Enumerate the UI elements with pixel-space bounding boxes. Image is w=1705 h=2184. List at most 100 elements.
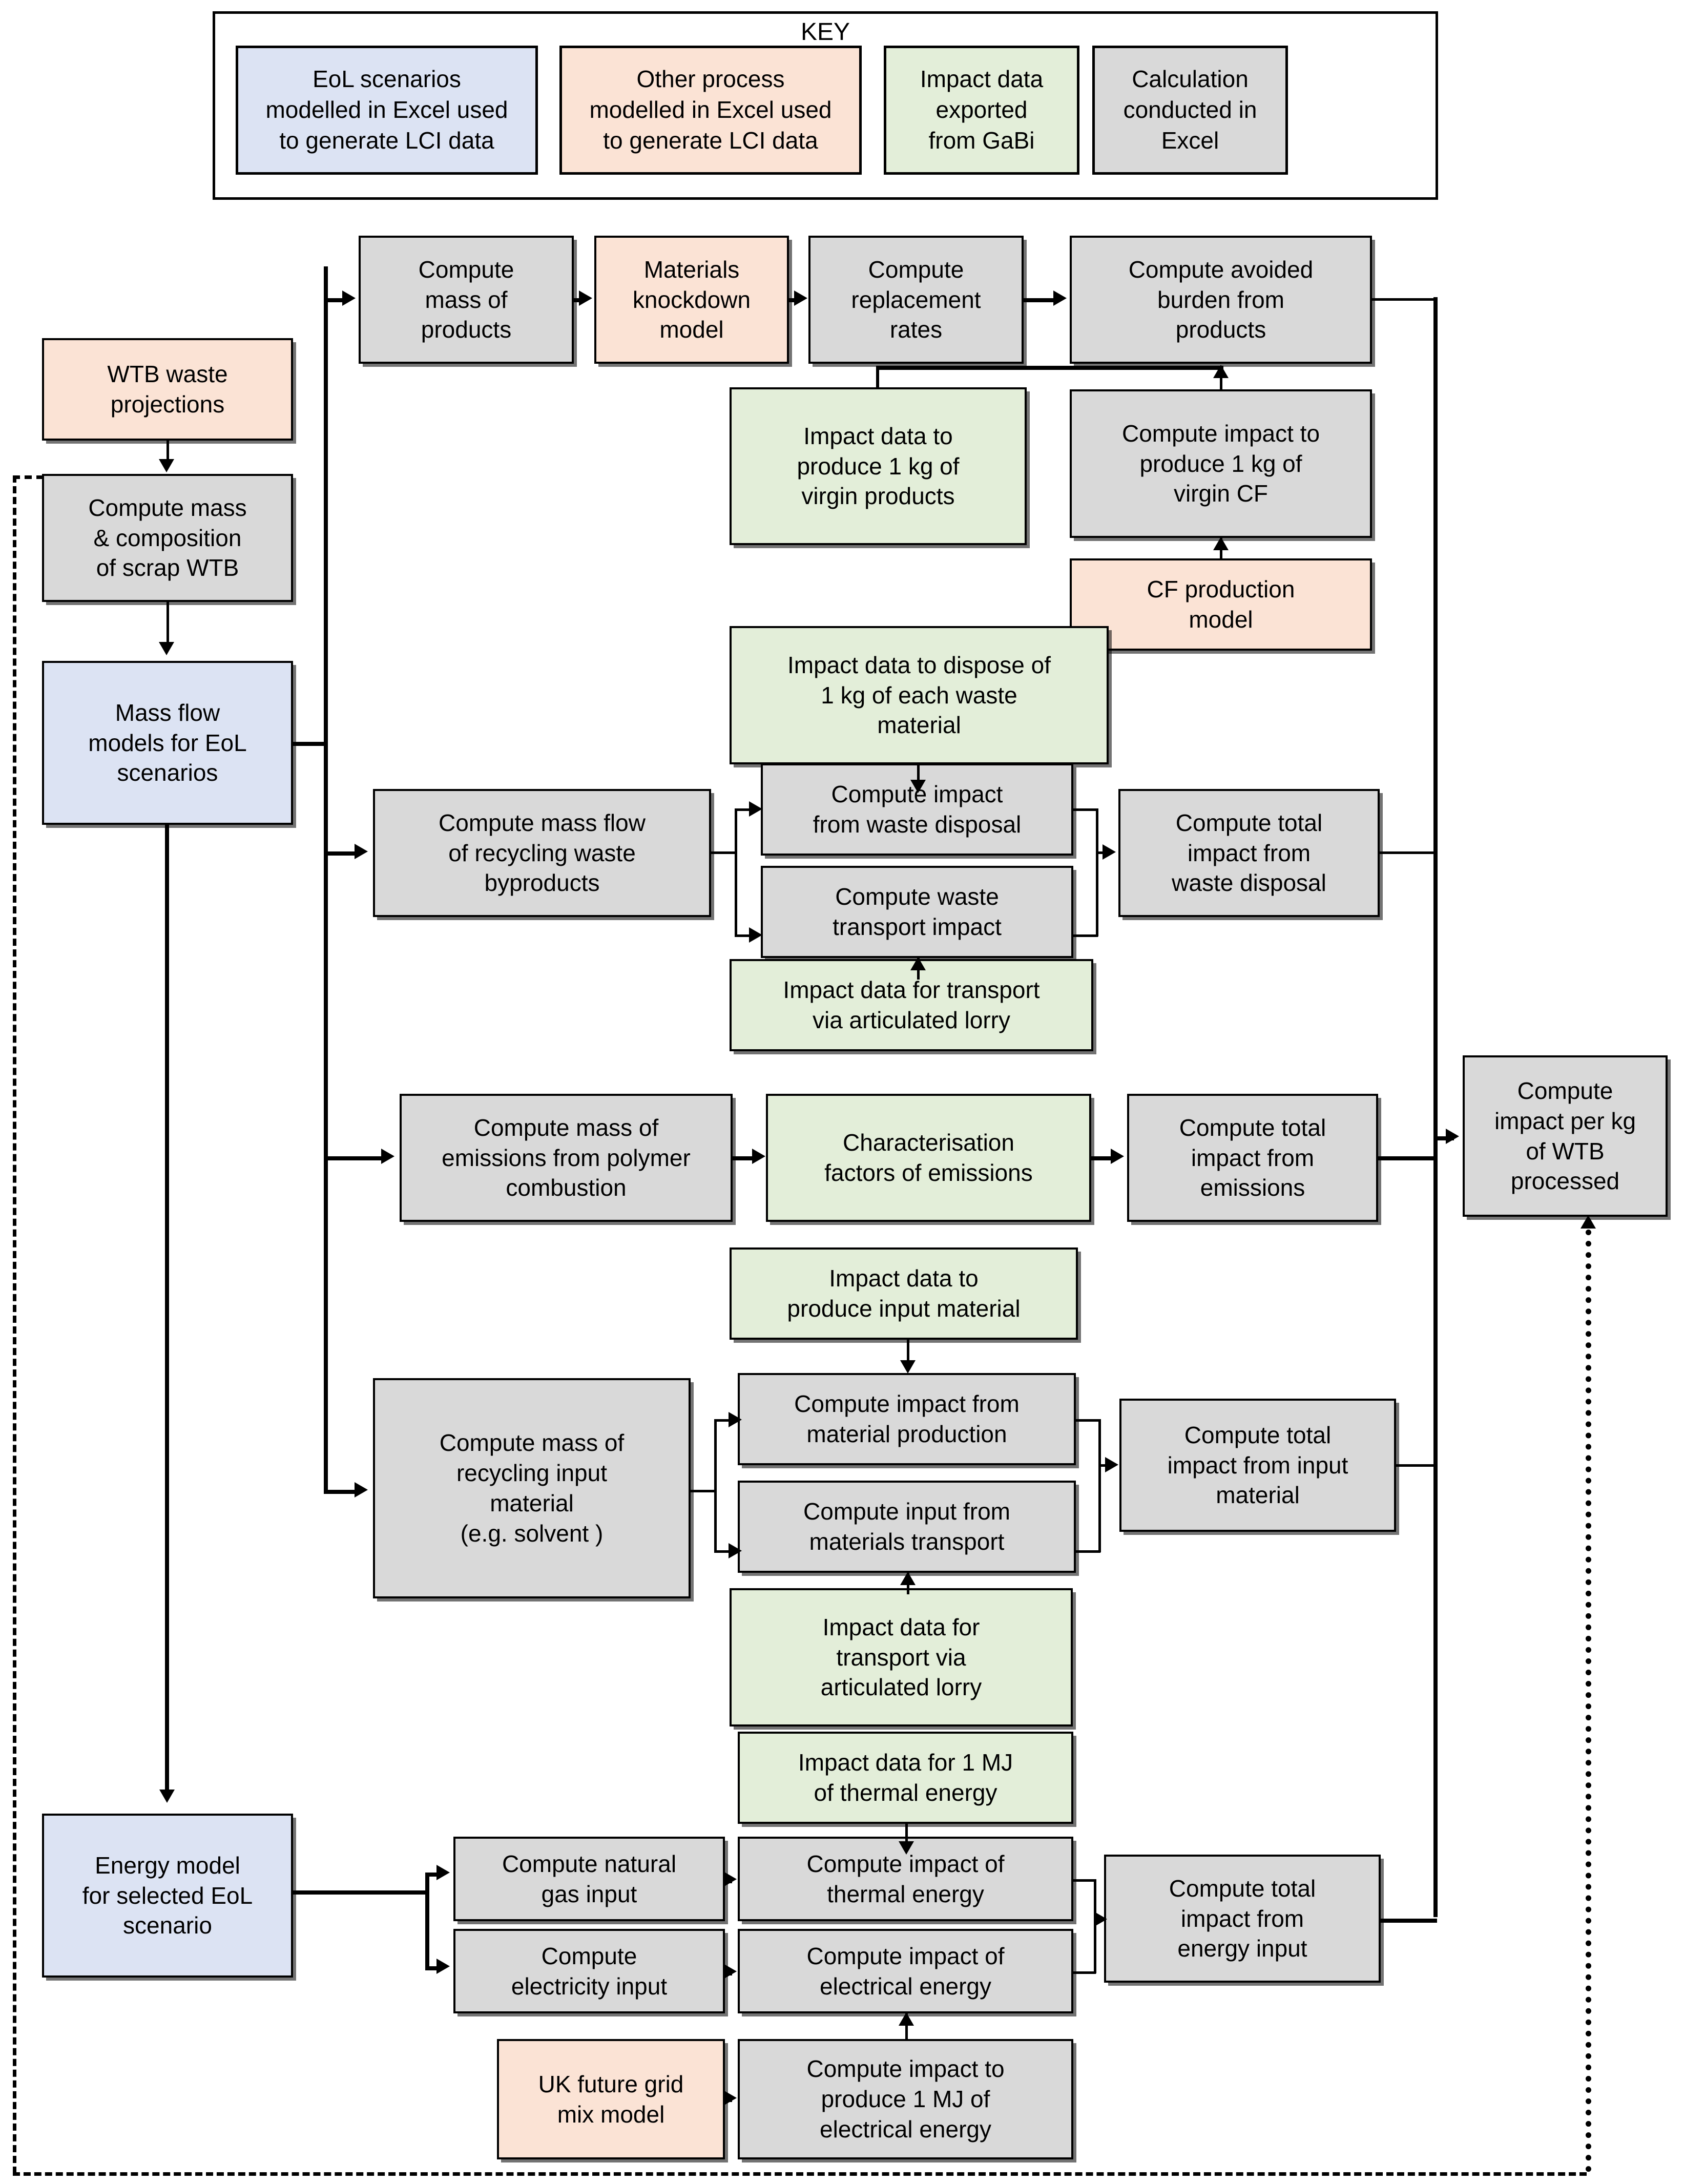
edge-totalwaste-to-bus — [1380, 851, 1436, 854]
node-impact-dispose-waste: Impact data to dispose of 1 kg of each w… — [730, 626, 1109, 764]
bus-right-vertical-upper — [1433, 297, 1438, 1142]
arrowhead-right — [342, 290, 356, 306]
edge-massflow-to-energy — [165, 825, 169, 1791]
edge-projections-to-mass — [167, 441, 169, 460]
arrowhead-right — [1053, 290, 1067, 306]
node-uk-future-grid-mix: UK future grid mix model — [497, 2039, 725, 2159]
arrowhead-down — [899, 1841, 914, 1855]
edge-rates-to-avoided — [1024, 298, 1056, 302]
edge-cf-to-totalemissions — [1091, 1156, 1116, 1160]
arrowhead-right — [749, 801, 762, 817]
edge-waste-merge — [1096, 808, 1098, 937]
key-item-calculation: Calculation conducted in Excel — [1092, 46, 1288, 175]
arrowhead-right — [355, 1482, 368, 1497]
key-item-other-process: Other process modelled in Excel used to … — [559, 46, 862, 175]
edge-recyclinginput-out — [691, 1490, 716, 1492]
node-compute-mass-recycling-input: Compute mass of recycling input material… — [373, 1378, 691, 1598]
edge-avoided-to-bus — [1372, 298, 1436, 301]
feedback-dashed-into-mass — [13, 475, 44, 479]
edge-input-merge — [1098, 1419, 1101, 1552]
bus-left-vertical-lower — [324, 742, 328, 1492]
arrowhead-right — [794, 290, 807, 306]
edge-bus-to-mass-products — [324, 298, 344, 302]
node-impact-produce-input-material: Impact data to produce input material — [730, 1247, 1078, 1340]
node-compute-total-emissions: Compute total impact from emissions — [1127, 1094, 1378, 1222]
edge-to-natural-gas — [425, 1873, 441, 1877]
edge-to-electricity — [425, 1966, 441, 1970]
arrowhead-up — [899, 2012, 914, 2026]
arrowhead-right — [381, 1149, 394, 1164]
key-legend-panel: KEY EoL scenarios modelled in Excel used… — [213, 11, 1438, 200]
arrowhead-right — [723, 1871, 737, 1887]
node-compute-natural-gas-input: Compute natural gas input — [453, 1837, 725, 1921]
node-energy-model: Energy model for selected EoL scenario — [42, 1814, 293, 1978]
bus-left-vertical — [324, 266, 328, 856]
edge-materialstransport-out — [1076, 1550, 1100, 1553]
node-compute-total-input-material: Compute total impact from input material — [1119, 1399, 1396, 1532]
arrowhead-right — [1105, 1457, 1118, 1472]
node-characterisation-factors: Characterisation factors of emissions — [766, 1094, 1091, 1222]
arrowhead-right — [1446, 1129, 1459, 1144]
node-compute-electricity-input: Compute electricity input — [453, 1929, 725, 2013]
node-compute-impact-electrical: Compute impact of electrical energy — [738, 1929, 1073, 2013]
node-compute-mass-flow-waste: Compute mass flow of recycling waste byp… — [373, 789, 711, 917]
edge-to-waste-transport — [735, 934, 752, 937]
edge-bus-to-final — [1433, 1136, 1454, 1140]
feedback-dashed-bottom — [13, 2172, 1587, 2176]
edge-waste-merge-to-total — [1096, 851, 1106, 854]
arrowhead-up — [900, 1572, 916, 1585]
edge-mass-to-massflow — [167, 602, 169, 643]
edge-virginprod-right — [876, 366, 1222, 370]
edge-impactdisposal-out — [1073, 808, 1098, 811]
edge-energymodel-split — [425, 1873, 429, 1970]
edge-1mj-to-electricalimpact — [905, 2013, 908, 2040]
edge-totalemissions-to-bus — [1378, 1156, 1437, 1160]
node-compute-replacement-rates: Compute replacement rates — [808, 236, 1024, 364]
edge-recyclinginput-split — [714, 1419, 717, 1552]
node-compute-input-materials-transport: Compute input from materials transport — [738, 1481, 1076, 1573]
arrowhead-right — [579, 290, 592, 306]
arrowhead-up — [1213, 537, 1229, 550]
arrowhead-right — [752, 1149, 765, 1164]
arrowhead-right — [436, 1959, 450, 1974]
edge-electricalimpact-out — [1073, 1971, 1096, 1974]
arrowhead-up — [1213, 365, 1229, 378]
edge-input-merge-to-total — [1098, 1464, 1109, 1467]
edge-massflow-out — [293, 742, 326, 746]
bus-right-vertical-lower — [1433, 1138, 1438, 1917]
node-cf-production-model: CF production model — [1070, 558, 1372, 651]
arrowhead-right — [729, 1412, 742, 1427]
arrowhead-down — [159, 459, 174, 472]
arrowhead-right — [749, 927, 762, 943]
node-compute-impact-per-kg: Compute impact per kg of WTB processed — [1463, 1055, 1668, 1217]
edge-emissions-to-cf — [733, 1156, 757, 1160]
edge-inputmatdata-to-production — [907, 1340, 909, 1362]
key-item-impact-data: Impact data exported from GaBi — [884, 46, 1079, 175]
arrowhead-right — [723, 2090, 737, 2106]
arrowhead-right — [436, 1865, 450, 1880]
arrowhead-down — [900, 1360, 916, 1374]
node-compute-virgin-cf: Compute impact to produce 1 kg of virgin… — [1070, 389, 1372, 538]
key-item-eol-scenarios: EoL scenarios modelled in Excel used to … — [236, 46, 538, 175]
edge-thermaldata-to-impactthermal — [905, 1824, 908, 1843]
edge-bus-to-mass-emissions — [324, 1156, 383, 1160]
node-compute-mass-products: Compute mass of products — [359, 236, 574, 364]
arrowhead-up-feedback — [1581, 1215, 1596, 1229]
edge-massflowwaste-split — [735, 808, 737, 937]
edge-to-materials-transport — [714, 1550, 732, 1553]
arrowhead-right — [1094, 1911, 1107, 1927]
arrowhead-down — [159, 642, 174, 655]
node-compute-impact-material-production: Compute impact from material production — [738, 1373, 1076, 1465]
arrowhead-down — [910, 780, 926, 793]
edge-bus-to-mass-flow-waste — [324, 851, 357, 856]
node-materials-knockdown-model: Materials knockdown model — [594, 236, 789, 364]
arrowhead-right — [355, 844, 368, 859]
node-compute-mass-emissions: Compute mass of emissions from polymer c… — [400, 1094, 733, 1222]
arrowhead-right — [723, 1964, 737, 1979]
edge-thermalimpact-out — [1073, 1879, 1096, 1882]
node-mass-flow-models: Mass flow models for EoL scenarios — [42, 661, 293, 825]
node-compute-total-waste-disposal: Compute total impact from waste disposal — [1118, 789, 1380, 917]
edge-knockdown-to-rates — [789, 298, 797, 302]
edge-massprod-to-knockdown — [574, 298, 582, 302]
edge-materialproduction-out — [1076, 1419, 1100, 1422]
